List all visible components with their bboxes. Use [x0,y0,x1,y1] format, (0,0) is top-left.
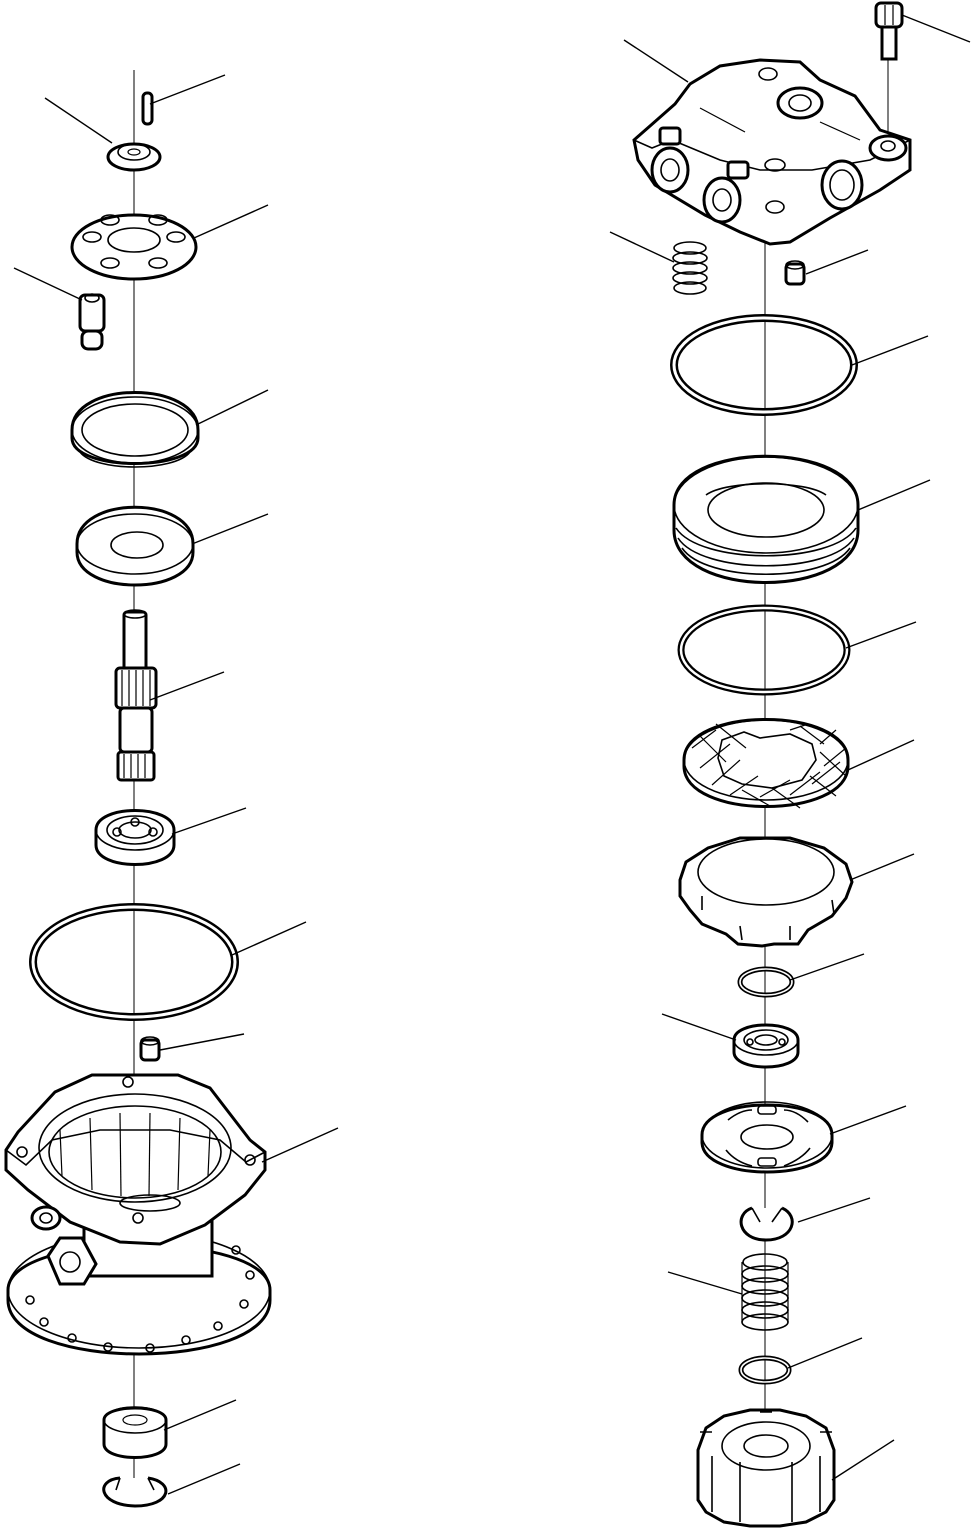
right-coil-spring [668,1254,788,1330]
right-dowel-pin [786,250,868,284]
left-seal-ring [72,390,268,467]
left-housing-flange [6,1075,338,1354]
right-cover-head [624,40,910,244]
right-seal-holder [674,456,930,582]
left-o-ring [33,907,306,1017]
left-valve-plate [72,205,268,279]
right-drive-nut [698,1410,894,1526]
left-ball-bearing [96,808,246,865]
left-bushing [104,1400,236,1458]
right-snap-ring [741,1198,870,1240]
left-check-valve [14,268,104,349]
right-valve-plate [702,1102,906,1172]
left-pin [143,75,225,124]
right-spring [610,232,707,294]
right-bolt [876,3,970,59]
left-thrust-washer [77,507,268,585]
right-small-o-ring-lower [741,1338,862,1382]
left-dowel-pin [141,1034,244,1060]
right-o-ring-large [674,318,928,412]
left-splined-shaft [116,610,224,780]
left-retainer [45,98,160,170]
right-small-o-ring-upper [740,954,864,995]
right-friction-disc [684,720,914,809]
right-o-ring [681,608,916,692]
left-assembly [6,70,338,1506]
left-snap-ring [104,1464,240,1506]
right-ball-bearing [662,1014,798,1067]
right-separator-plate [680,838,914,946]
right-assembly [610,3,970,1526]
